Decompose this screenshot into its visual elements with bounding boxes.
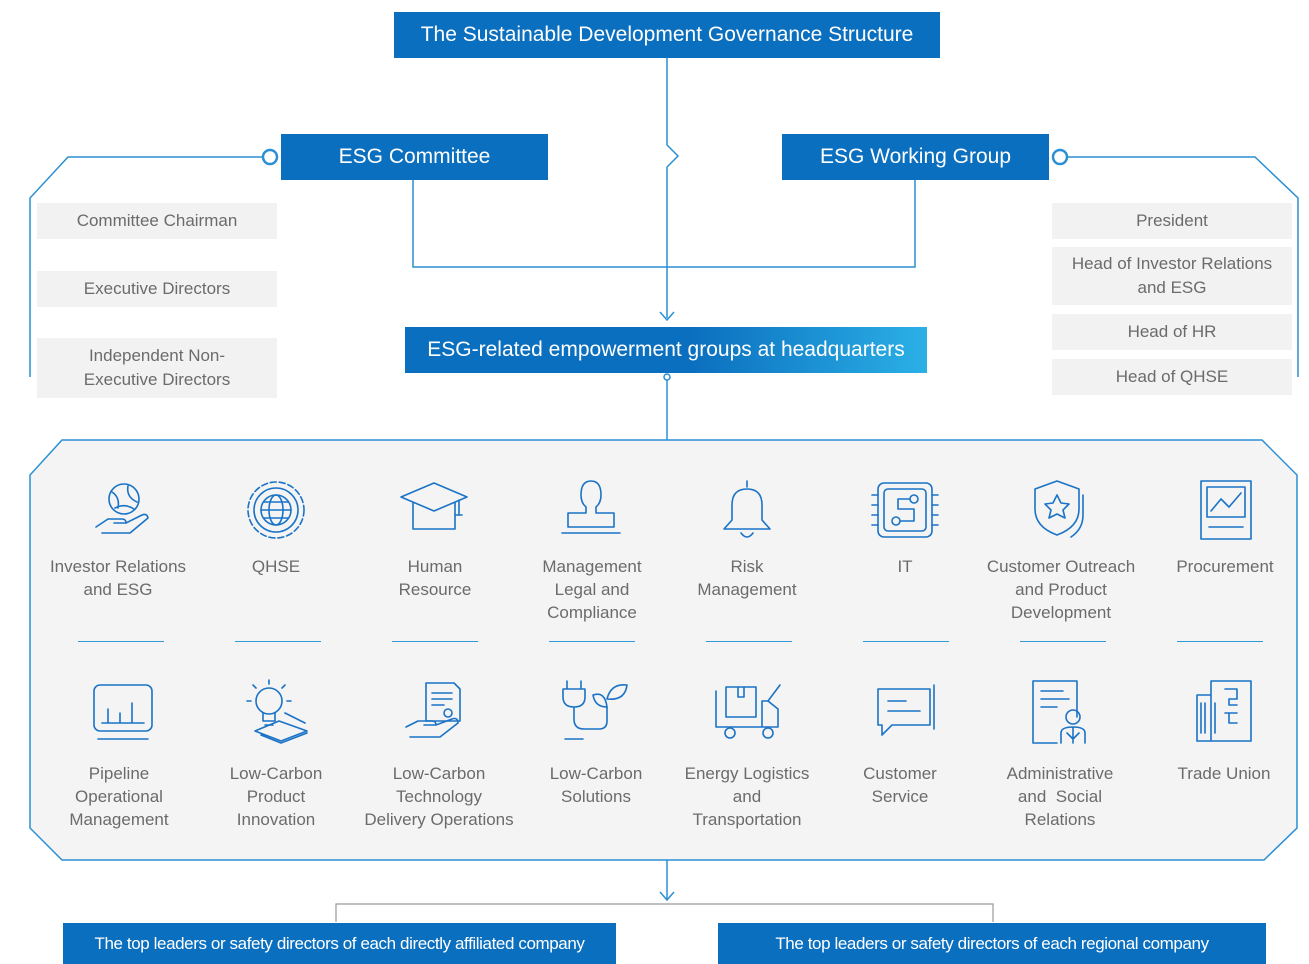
divider <box>863 641 949 642</box>
person-stamp-icon <box>556 475 626 545</box>
divider <box>78 641 164 642</box>
divider <box>1020 641 1106 642</box>
committee-member: Executive Directors <box>37 271 277 307</box>
clipboard-chart-icon <box>1191 475 1261 545</box>
plug-leaf-icon <box>559 677 629 747</box>
group-label: Low-Carbon Technology Delivery Operation… <box>364 764 514 829</box>
group-label: Management Legal and Compliance <box>542 557 642 622</box>
divider <box>235 641 321 642</box>
monitor-bars-icon <box>88 677 158 747</box>
directly-affiliated-leaders-box: The top leaders or safety directors of e… <box>63 923 616 964</box>
esg-committee-box: ESG Committee <box>281 134 548 180</box>
group-label: Administrative and Social Relations <box>1006 764 1114 829</box>
group-label: Customer Outreach and Product Developmen… <box>986 557 1136 622</box>
group-label: Low-Carbon Solutions <box>549 764 643 806</box>
group-label: Pipeline Operational Management <box>69 764 169 829</box>
gear-globe-icon <box>241 475 311 545</box>
regional-leaders-box: The top leaders or safety directors of e… <box>718 923 1266 964</box>
profile-card-icon <box>1027 677 1097 747</box>
star-shield-icon <box>1027 475 1097 545</box>
group-label: Procurement <box>1176 557 1274 576</box>
working-group-member: President <box>1052 203 1292 239</box>
page-title: The Sustainable Development Governance S… <box>394 12 940 58</box>
graduation-cap-icon <box>399 475 469 545</box>
committee-member: Independent Non- Executive Directors <box>37 338 277 398</box>
group-label: Trade Union <box>1177 764 1271 783</box>
group-label: Customer Service <box>863 764 937 806</box>
working-group-member: Head of Investor Relations and ESG <box>1052 247 1292 305</box>
group-label: IT <box>897 557 913 576</box>
divider <box>392 641 478 642</box>
truck-icon <box>712 677 782 747</box>
working-group-member: Head of HR <box>1052 314 1292 350</box>
group-label: Human Resource <box>398 557 472 599</box>
group-label: QHSE <box>251 557 301 576</box>
circuit-chip-icon <box>870 475 940 545</box>
group-label: Investor Relations and ESG <box>49 557 187 599</box>
hand-document-icon <box>402 677 472 747</box>
hand-globe-icon <box>90 475 160 545</box>
group-label: Energy Logistics and Transportation <box>684 764 810 829</box>
building-icon <box>1191 677 1261 747</box>
esg-working-group-box: ESG Working Group <box>782 134 1049 180</box>
group-label: Risk Management <box>697 557 797 599</box>
bell-icon <box>712 475 782 545</box>
group-label: Low-Carbon Product Innovation <box>229 764 323 829</box>
divider <box>706 641 792 642</box>
divider <box>1177 641 1263 642</box>
chat-bubble-icon <box>870 677 940 747</box>
committee-member: Committee Chairman <box>37 203 277 239</box>
working-group-member: Head of QHSE <box>1052 359 1292 395</box>
divider <box>549 641 635 642</box>
lightbulb-layers-icon <box>241 677 311 747</box>
hq-groups-box: ESG-related empowerment groups at headqu… <box>405 327 927 373</box>
